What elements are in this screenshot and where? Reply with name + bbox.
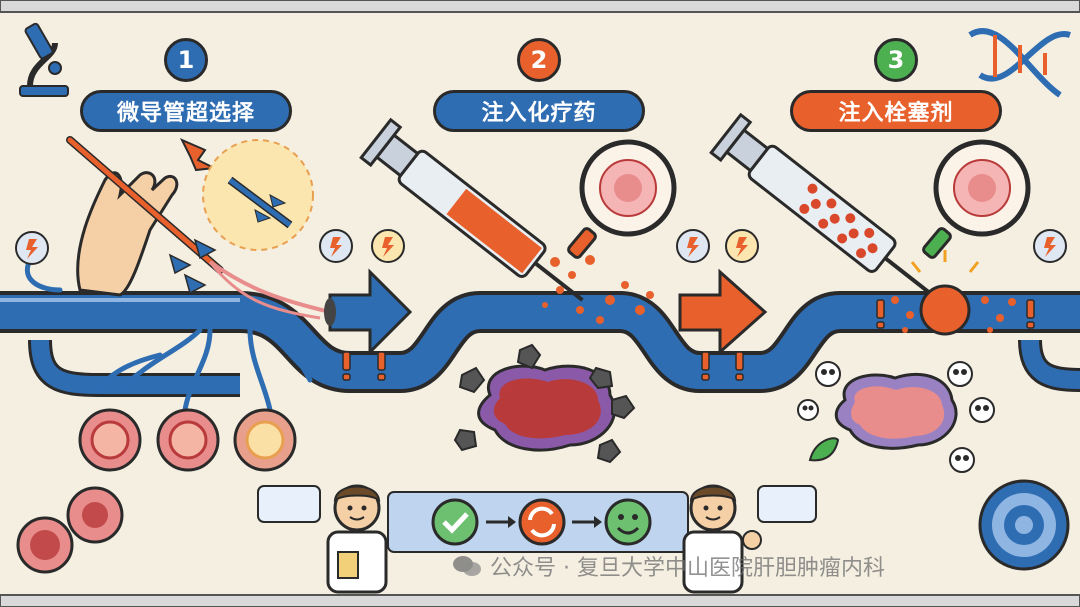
tumor-icon bbox=[834, 372, 958, 450]
lightning-icon bbox=[1033, 229, 1067, 263]
syringe-icon bbox=[359, 117, 584, 302]
step-1-number: 1 bbox=[164, 38, 208, 82]
debris-icon bbox=[453, 343, 636, 464]
watermark: 公众号 · 复旦大学中山医院肝胆肿瘤内科 bbox=[452, 546, 885, 586]
arrow-right-icon bbox=[572, 516, 602, 528]
top-border bbox=[0, 0, 1080, 13]
flow-arrow-orange-1 bbox=[678, 268, 768, 356]
magnifier-icon bbox=[567, 139, 677, 259]
step-3-number: 3 bbox=[874, 38, 918, 82]
arrow-right-icon bbox=[486, 516, 516, 528]
target-icon bbox=[978, 479, 1070, 571]
blood-vessel bbox=[0, 291, 1080, 397]
doctor-avatar bbox=[682, 484, 762, 594]
lightning-icon bbox=[319, 229, 353, 263]
lightning-icon bbox=[725, 229, 759, 263]
hand-icon bbox=[76, 171, 179, 297]
direction-arrows bbox=[168, 238, 217, 295]
smile-icon bbox=[604, 498, 652, 546]
bottom-border bbox=[0, 594, 1080, 607]
step-2-number: 2 bbox=[517, 38, 561, 82]
check-icon bbox=[431, 498, 479, 546]
alert-icon bbox=[342, 299, 1035, 381]
cell-icon bbox=[78, 408, 142, 472]
magnified-view bbox=[202, 139, 314, 251]
dna-icon bbox=[968, 28, 1071, 98]
watermark-text: 公众号 · 复旦大学中山医院肝胆肿瘤内科 bbox=[490, 556, 885, 581]
leaf-icon bbox=[808, 437, 840, 462]
vessel-branches bbox=[24, 257, 313, 413]
dividing-cell-icon bbox=[16, 486, 124, 574]
refresh-icon bbox=[518, 498, 566, 546]
step-3-label: 注入栓塞剂 bbox=[790, 90, 1002, 132]
magnifier-icon bbox=[922, 139, 1031, 259]
step-2-label: 注入化疗药 bbox=[433, 90, 645, 132]
doctor-avatar bbox=[326, 484, 388, 594]
step-1-label: 微导管超选择 bbox=[80, 90, 292, 132]
pointer-arrow bbox=[179, 137, 218, 172]
microscope-icon bbox=[19, 22, 69, 97]
cell-icon bbox=[156, 408, 220, 472]
flow-arrow-blue bbox=[328, 268, 413, 356]
lightning-icon bbox=[15, 231, 49, 265]
cell-icon bbox=[233, 408, 297, 472]
wechat-icon bbox=[453, 556, 481, 576]
drug-droplets bbox=[542, 255, 654, 324]
lightning-icon bbox=[676, 229, 710, 263]
syringe-icon bbox=[709, 112, 934, 297]
catheter-syringe bbox=[66, 136, 336, 326]
embolic-plug bbox=[891, 250, 1016, 336]
tumor-icon bbox=[477, 364, 616, 452]
lightning-icon bbox=[371, 229, 405, 263]
skull-icon bbox=[797, 361, 995, 473]
